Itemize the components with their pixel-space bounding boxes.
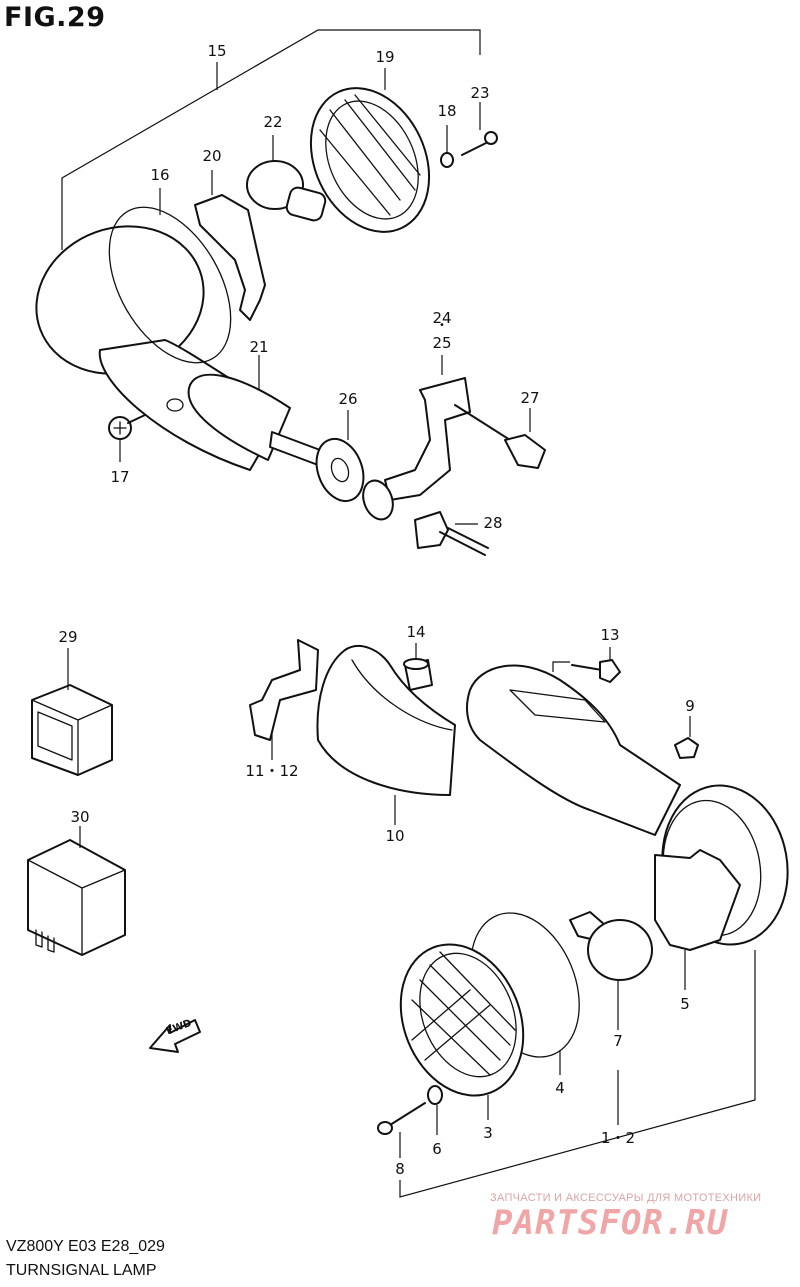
label-24-dot: • (439, 320, 445, 331)
label-26: 26 (338, 390, 358, 408)
part-9-screw (674, 716, 699, 759)
lower-assembly (149, 639, 789, 1198)
part-16-gasket (108, 206, 232, 364)
part-21-housing (35, 225, 291, 471)
part-28-nut (414, 511, 489, 556)
label-15: 15 (207, 42, 227, 60)
label-6: 6 (432, 1140, 442, 1158)
part-22-bulb (246, 135, 327, 222)
label-13: 13 (600, 626, 620, 644)
part-23-screw (461, 102, 498, 156)
part-29-relay (31, 648, 113, 776)
label-16: 16 (150, 166, 170, 184)
watermark-brand: PARTSFOR.RU (492, 1203, 729, 1243)
label-25: 25 (432, 334, 452, 352)
part-27-bolt (454, 404, 546, 469)
label-20: 20 (202, 147, 222, 165)
part-10-cover (316, 645, 456, 796)
label-10: 10 (385, 827, 405, 845)
part-11-12-stay (249, 639, 319, 741)
label-14: 14 (406, 623, 426, 641)
part-6-washer (427, 1085, 443, 1105)
part-18-washer (440, 152, 454, 168)
part-26-mount-hardware (269, 410, 365, 502)
model-code: VZ800Y E03 E28_029 (6, 1238, 165, 1255)
label-11-12: 11・12 (245, 762, 299, 780)
label-19: 19 (375, 48, 395, 66)
label-3: 3 (483, 1124, 493, 1142)
front-housing-arm (466, 664, 681, 836)
label-21: 21 (249, 338, 269, 356)
part-8-screw (377, 1102, 426, 1158)
label-17: 17 (110, 468, 130, 486)
label-30: 30 (70, 808, 90, 826)
part-17-screw (108, 414, 146, 462)
label-23: 23 (470, 84, 490, 102)
group-15-bracket (61, 29, 481, 250)
label-7: 7 (613, 1032, 623, 1050)
label-18: 18 (437, 102, 457, 120)
label-1-2: 1・2 (600, 1129, 636, 1147)
label-4: 4 (555, 1079, 565, 1097)
watermark-tagline: ЗАПЧАСТИ И АКСЕССУАРЫ ДЛЯ МОТОТЕХНИКИ (490, 1192, 762, 1204)
label-8: 8 (395, 1160, 405, 1178)
figure-title: FIG.29 (4, 2, 106, 33)
part-7-bulb (569, 911, 653, 1030)
part-25-bracket (384, 377, 471, 501)
part-30-relay (27, 826, 126, 956)
part-5-socket (654, 849, 741, 951)
label-29: 29 (58, 628, 78, 646)
label-22: 22 (263, 113, 283, 131)
label-27: 27 (520, 389, 540, 407)
figure-caption: TURNSIGNAL LAMP (6, 1262, 157, 1279)
part-3-lens (399, 943, 525, 1120)
part-13-screw (552, 647, 621, 683)
part-19-lens (309, 68, 431, 233)
fwd-arrow (149, 1019, 201, 1053)
part-20-socket (194, 194, 266, 321)
label-9: 9 (685, 697, 695, 715)
group-1-2-bracket (399, 950, 756, 1198)
upper-assembly (35, 29, 546, 556)
label-5: 5 (680, 995, 690, 1013)
label-28: 28 (483, 514, 503, 532)
label-24: 24 (432, 309, 452, 327)
